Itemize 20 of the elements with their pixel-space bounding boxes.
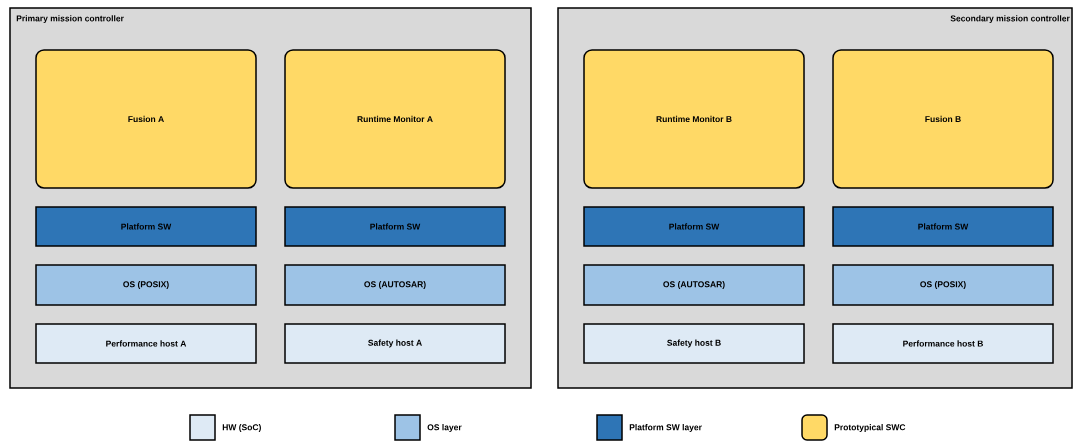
hardware-box: Performance host A — [35, 323, 257, 364]
os-layer-box: OS (AUTOSAR) — [583, 264, 805, 306]
os-layer-box: OS (POSIX) — [35, 264, 257, 306]
os-layer-box: OS (POSIX) — [832, 264, 1054, 306]
legend-label: Prototypical SWC — [834, 424, 906, 432]
hardware-box: Performance host B — [832, 323, 1054, 364]
legend-label: HW (SoC) — [222, 424, 261, 432]
component-box: Fusion B — [832, 49, 1054, 189]
legend-label: OS layer — [427, 424, 462, 432]
hardware-box: Safety host B — [583, 323, 805, 364]
platform-layer-box: Platform SW — [583, 206, 805, 247]
component-box: Runtime Monitor B — [583, 49, 805, 189]
hardware-box: Safety host A — [284, 323, 506, 364]
platform-layer-box: Platform SW — [35, 206, 257, 247]
platform-layer-box: Platform SW — [284, 206, 506, 247]
component-box: Fusion A — [35, 49, 257, 189]
os-layer-box: OS (AUTOSAR) — [284, 264, 506, 306]
legend-label: Platform SW layer — [629, 424, 702, 432]
component-box: Runtime Monitor A — [284, 49, 506, 189]
platform-layer-box: Platform SW — [832, 206, 1054, 247]
